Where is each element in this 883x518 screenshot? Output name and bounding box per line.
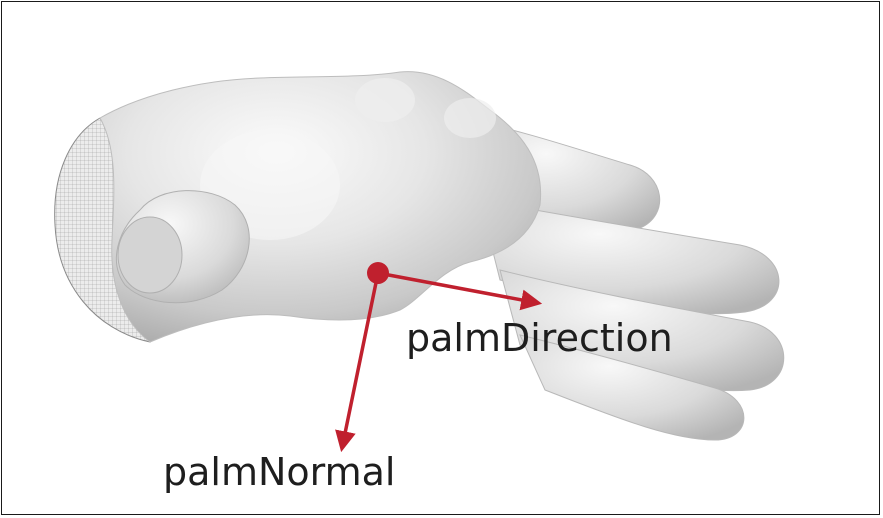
palm-point-icon	[367, 262, 389, 284]
thumb-tip	[118, 217, 182, 293]
palm-normal-label: palmNormal	[163, 450, 395, 494]
knuckle-2	[444, 98, 496, 138]
knuckle-1	[355, 78, 415, 122]
palm-direction-label: palmDirection	[406, 316, 673, 360]
